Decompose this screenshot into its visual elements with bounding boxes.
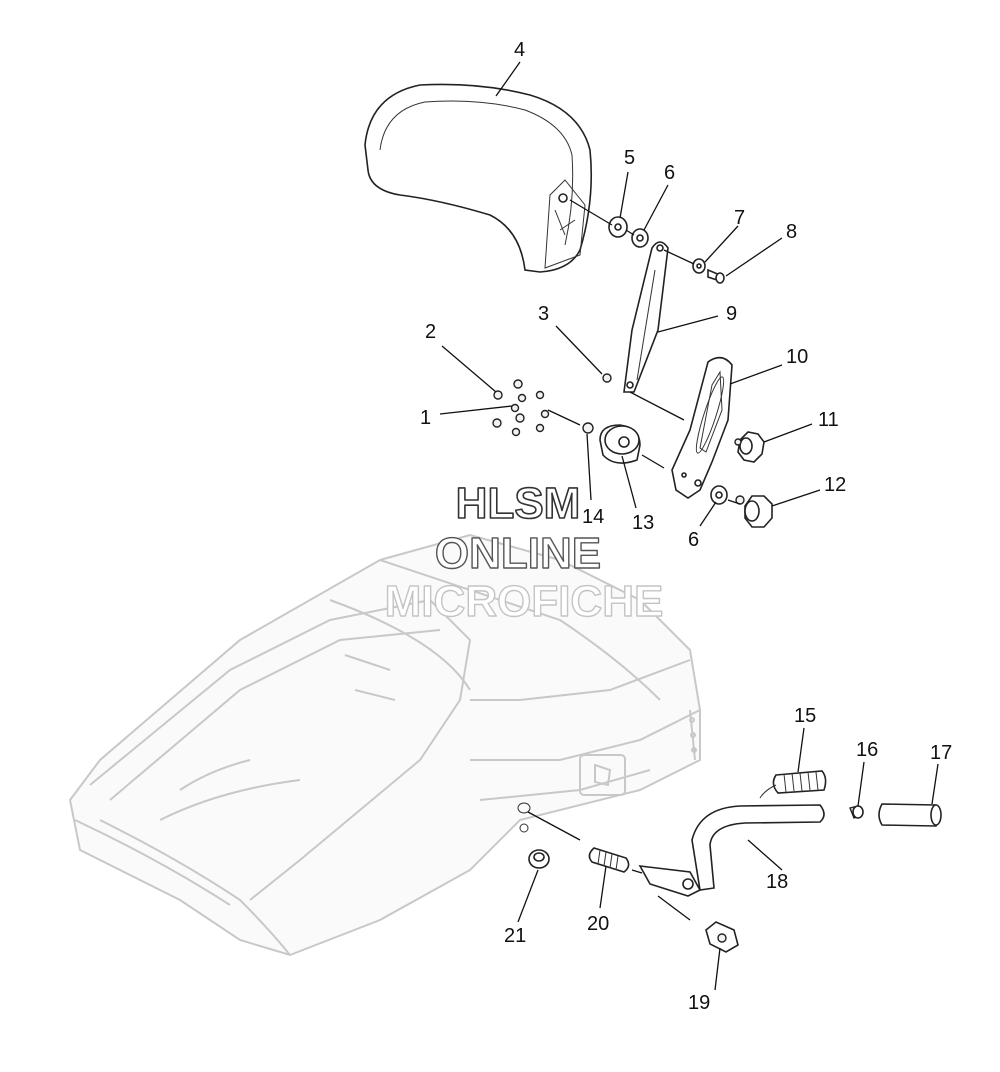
knob-12 (735, 495, 773, 528)
handle-18 (638, 804, 825, 897)
callout-5: 5 (624, 147, 635, 169)
backrest-pad (364, 83, 593, 273)
callout-10: 10 (786, 346, 808, 368)
end-cap-16 (849, 805, 864, 819)
washer-6-lower (710, 485, 728, 505)
callout-14: 14 (582, 506, 604, 528)
callout-8: 8 (786, 221, 797, 243)
mounting-arm (623, 241, 669, 393)
callout-1: 1 (420, 407, 431, 429)
callout-16: 16 (856, 739, 878, 761)
watermark-line-2: ONLINE (435, 529, 601, 578)
bumper-13 (599, 424, 641, 464)
callout-labels: 4 5 6 7 8 9 3 2 1 10 11 12 13 14 6 15 16… (420, 39, 952, 1014)
grommet-21 (517, 802, 550, 869)
callout-18: 18 (766, 871, 788, 893)
clamp-19 (705, 921, 739, 953)
washer-5 (608, 216, 628, 238)
callout-6-lower: 6 (688, 529, 699, 551)
sleeve-20 (588, 847, 630, 873)
callout-2: 2 (425, 321, 436, 343)
washer-7 (692, 258, 706, 274)
callout-leaders (439, 61, 939, 991)
washer-6-upper (631, 228, 649, 248)
callout-17: 17 (930, 742, 952, 764)
watermark: HLSM ONLINE MICROFICHE (384, 478, 664, 627)
nut-3 (602, 373, 612, 383)
callout-7: 7 (734, 207, 745, 229)
callout-21: 21 (504, 925, 526, 947)
bolt-8 (707, 268, 725, 284)
screws-1-2 (492, 379, 594, 437)
callout-12: 12 (824, 474, 846, 496)
callout-11: 11 (818, 409, 839, 431)
watermark-line-1: HLSM (456, 479, 581, 528)
callout-6-upper: 6 (664, 162, 675, 184)
grip-17 (878, 803, 942, 827)
assembly-lines (527, 199, 741, 921)
seat-body (68, 533, 701, 957)
callout-4: 4 (514, 39, 525, 61)
watermark-line-3: MICROFICHE (385, 577, 664, 626)
callout-15: 15 (794, 705, 816, 727)
callout-13: 13 (632, 512, 654, 534)
knob-11 (734, 431, 765, 463)
callout-3: 3 (538, 303, 549, 325)
grip-15 (759, 770, 827, 799)
callout-20: 20 (587, 913, 609, 935)
callout-19: 19 (688, 992, 710, 1014)
callout-9: 9 (726, 303, 737, 325)
bracket-10 (671, 356, 733, 499)
